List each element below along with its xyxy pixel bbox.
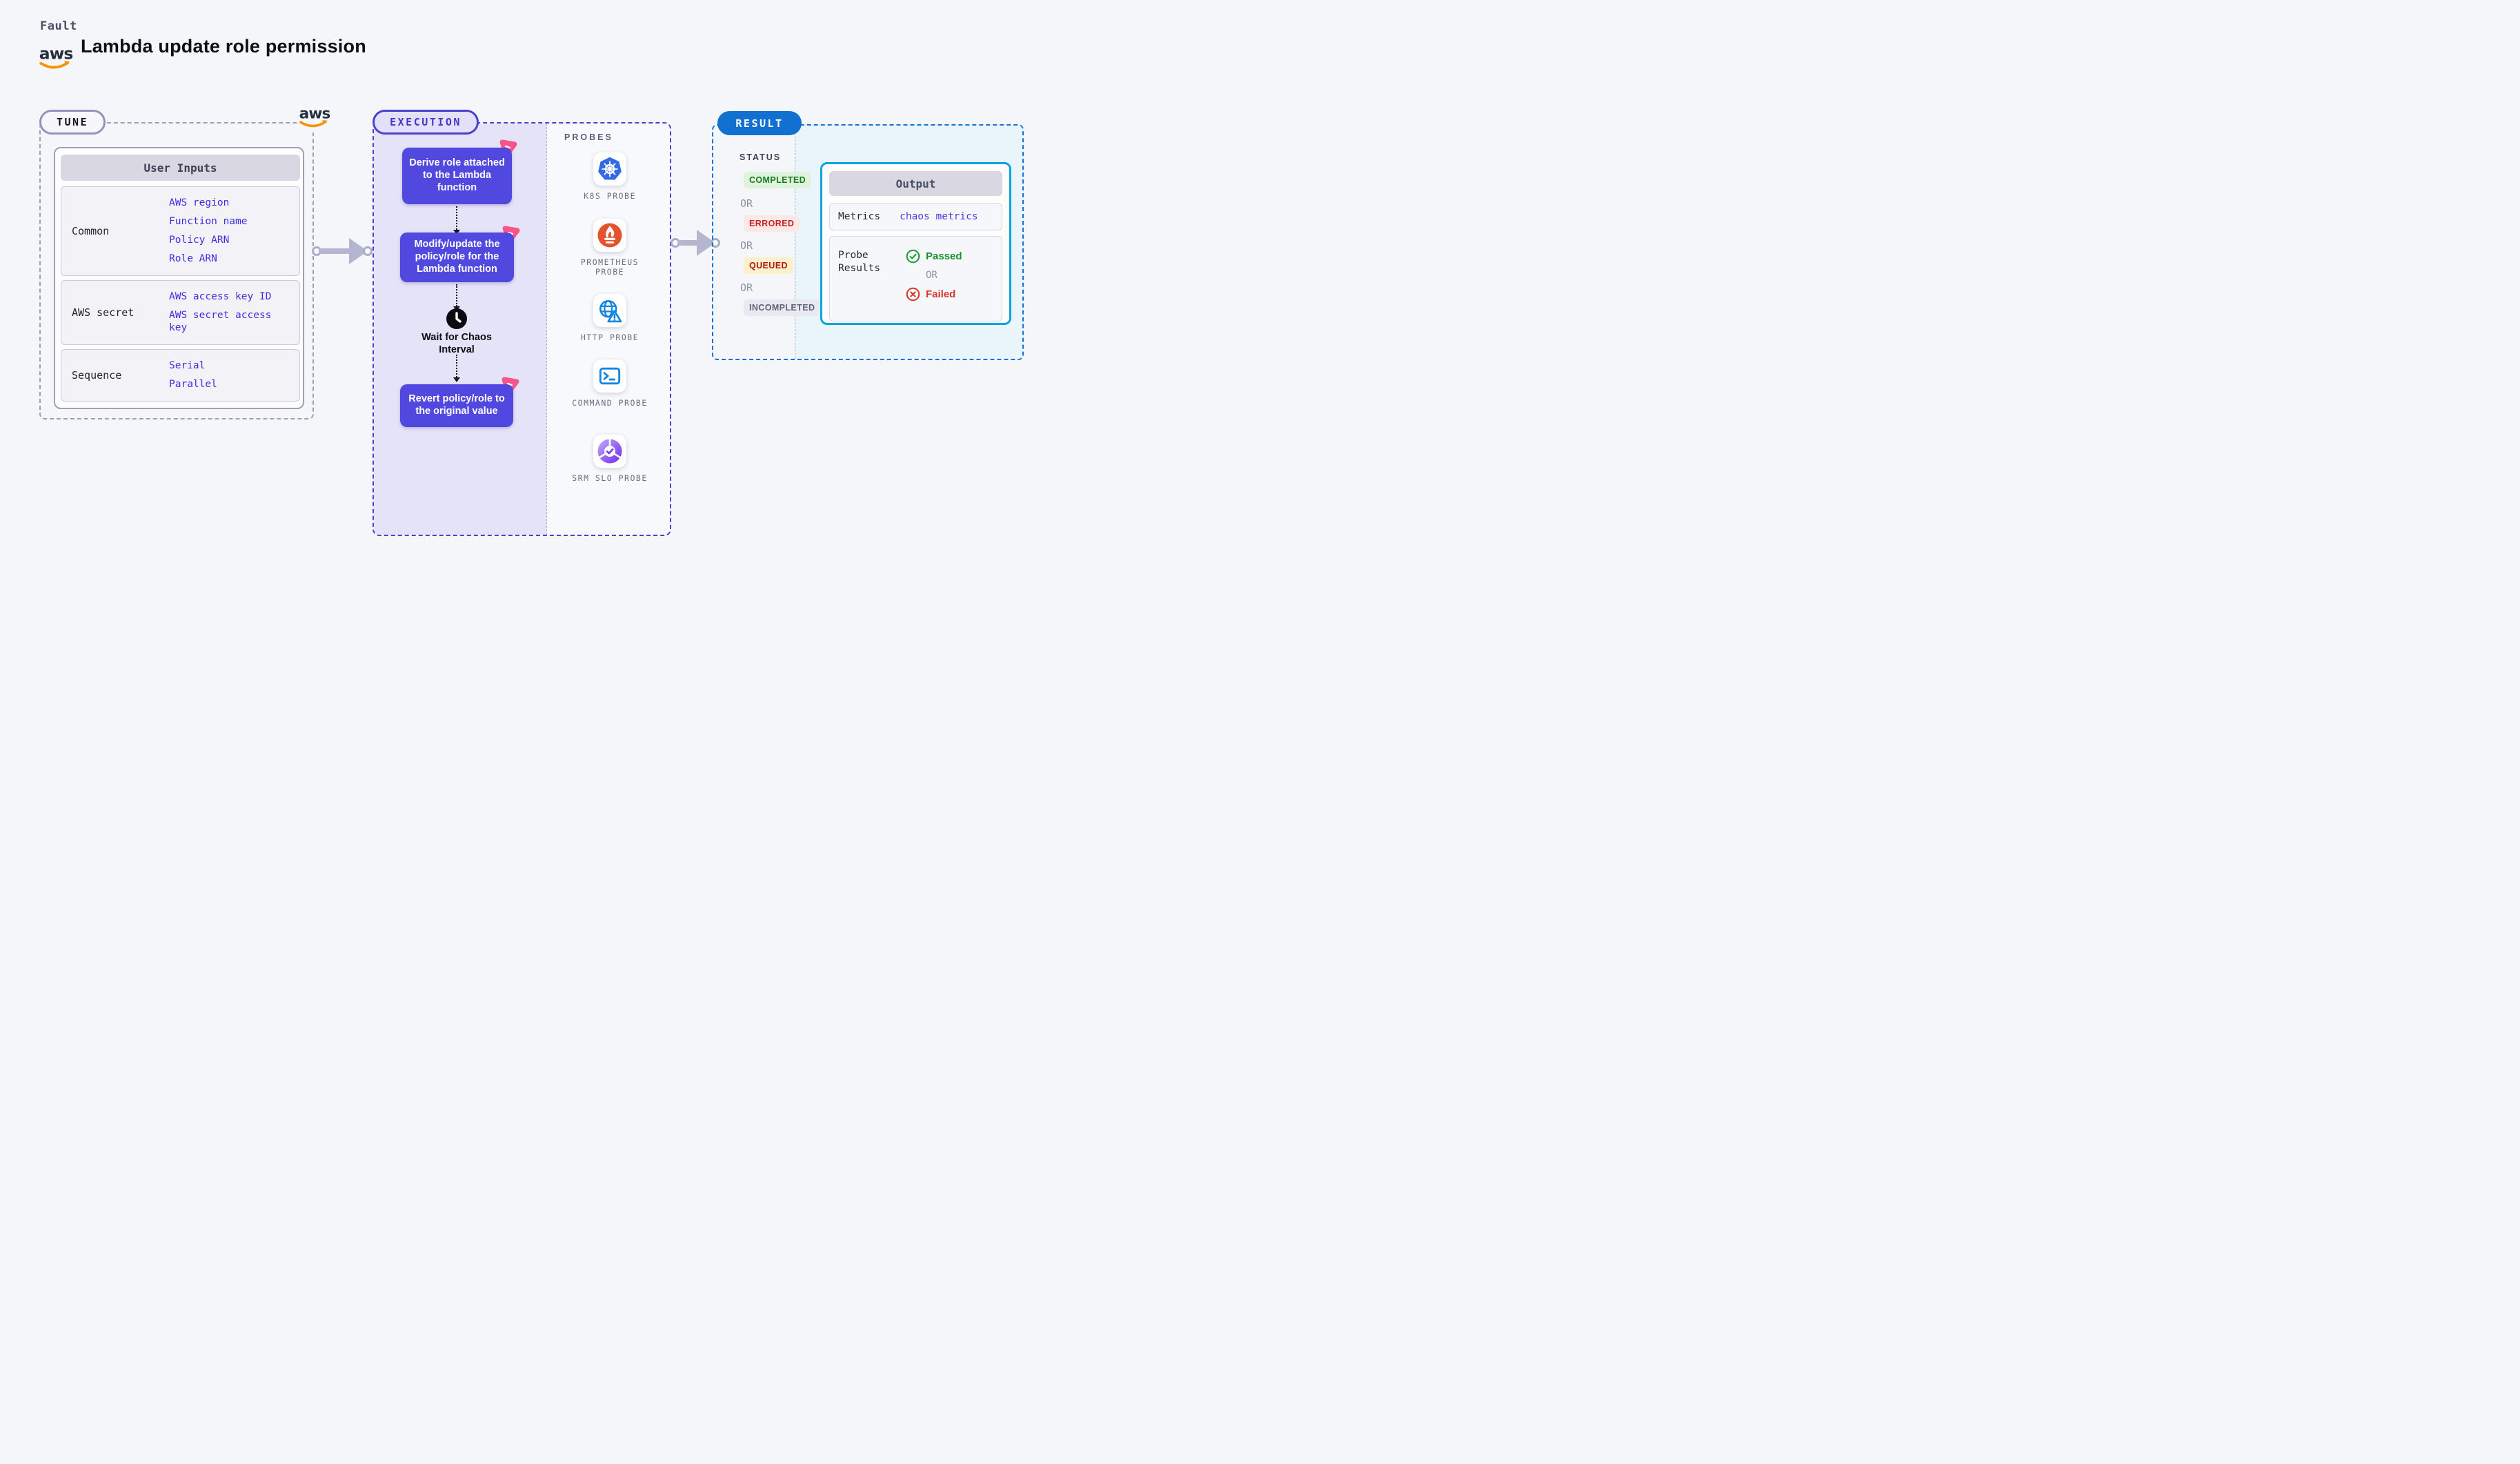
output-header: Output [829,171,1002,196]
user-inputs-row-common: Common AWS region Function name Policy A… [61,186,300,276]
srm-slo-probe-card [593,435,626,468]
probe-results-row: Probe Results Passed OR Failed [829,236,1002,322]
row-label: Common [72,225,110,237]
step-revert-policy: Revert policy/role to the original value [400,384,513,427]
prometheus-probe-card [593,219,626,252]
chaos-metrics-link[interactable]: chaos metrics [900,211,978,222]
flow-connector [453,206,460,235]
kubernetes-icon [598,157,622,180]
probe-label: COMMAND PROBE [572,398,648,408]
arrow-tune-to-execution [312,237,375,265]
aws-swoosh-arrow [322,120,328,125]
execution-badge: EXECUTION [373,110,479,135]
x-circle-icon [906,287,920,301]
wait-clock-icon [446,308,468,330]
flow-connector [453,284,460,311]
result-badge: RESULT [717,111,802,135]
aws-swoosh [39,61,70,69]
check-circle-icon [906,249,920,264]
command-probe-card [593,359,626,393]
input-value: Serial [169,360,206,372]
page-title: Lambda update role permission [81,36,366,57]
row-label: Sequence [72,369,122,382]
terminal-icon [599,367,621,385]
or-label: OR [740,239,753,252]
prometheus-icon [597,223,622,248]
tune-section-box [39,122,314,419]
input-value: Policy ARN [169,235,230,246]
fault-eyebrow-label: Fault [40,19,77,33]
metrics-label: Metrics [838,210,881,222]
input-value: Role ARN [169,253,217,265]
or-label: OR [740,281,753,294]
status-badge-errored: ERRORED [744,215,800,232]
input-value: AWS access key ID [169,291,272,303]
tune-badge: TUNE [39,110,106,135]
passed-label: Passed [926,250,962,262]
status-title: STATUS [740,152,782,162]
http-globe-icon [599,299,622,323]
input-value: Parallel [169,379,217,390]
aws-logo: aws [38,43,74,73]
status-badge-completed: COMPLETED [744,172,812,188]
or-label: OR [740,197,753,210]
user-inputs-card: User Inputs Common AWS region Function n… [54,147,304,409]
failed-result: Failed [906,287,962,301]
status-badge-incompleted: INCOMPLETED [744,299,821,316]
k8s-probe-card [593,152,626,186]
probe-label: SRM SLO PROBE [572,473,648,483]
slo-gauge-icon [597,439,622,464]
input-value: Function name [169,216,248,228]
status-badge-queued: QUEUED [744,257,793,274]
probe-label: HTTP PROBE [580,333,639,342]
failed-label: Failed [926,288,956,300]
input-value: AWS region [169,197,230,209]
aws-logo-text: aws [299,106,330,123]
probe-results-label: Probe Results [838,250,881,274]
row-label: AWS secret [72,306,135,319]
probe-label: K8S PROBE [584,191,636,201]
aws-logo-tune-corner: aws [297,102,332,132]
user-inputs-row-sequence: Sequence Serial Parallel [61,349,300,402]
probes-title: PROBES [564,132,613,142]
user-inputs-row-aws-secret: AWS secret AWS access key ID AWS secret … [61,280,300,345]
user-inputs-header: User Inputs [61,155,300,181]
wait-for-chaos-label: Wait for Chaos Interval [421,332,492,356]
or-label: OR [926,270,937,281]
aws-logo-text: aws [39,44,73,63]
http-probe-card [593,294,626,327]
diagram-page: { "header": { "eyebrow": "Fault", "title… [0,0,1062,629]
probe-label: PROMETHEUS PROBE [580,257,639,277]
step-modify-policy: Modify/update the policy/role for the La… [400,233,514,282]
step-derive-role: Derive role attached to the Lambda funct… [402,148,512,204]
output-card: Output Metrics chaos metrics Probe Resul… [820,162,1011,325]
passed-result: Passed [906,249,962,264]
flow-connector [453,355,460,382]
metrics-row: Metrics chaos metrics [829,203,1002,230]
input-value: AWS secret access key [169,310,272,334]
